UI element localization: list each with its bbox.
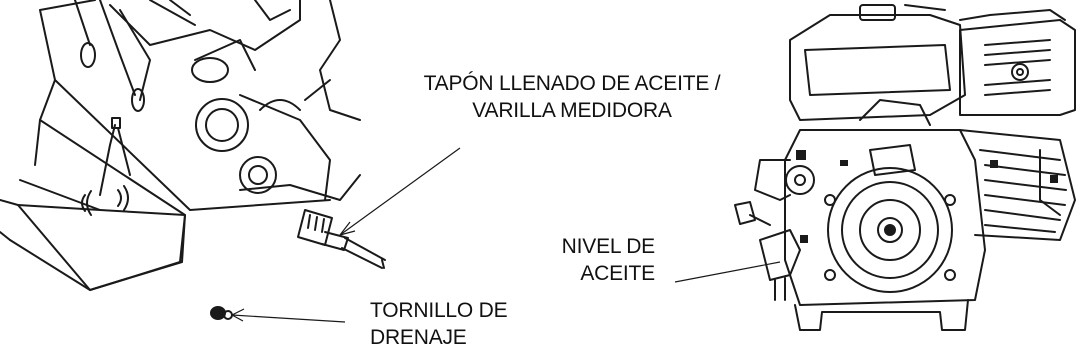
engine-full-view <box>734 4 1076 331</box>
drain-bolt-label-line1: TORNILLO DE <box>370 299 508 322</box>
oil-fill-cap-label: TAPÓN LLENADO DE ACEITE / VARILLA MEDIDO… <box>362 70 782 124</box>
drain-bolt <box>210 306 233 320</box>
drain-leader <box>231 314 346 323</box>
oil-level-label-line2: ACEITE <box>580 262 655 285</box>
dipstick-cap <box>297 209 386 269</box>
oil-level-leader <box>674 261 781 283</box>
engine-block-closeup <box>0 0 361 291</box>
fill-cap-leader <box>339 147 461 236</box>
engine-shading <box>796 150 1058 243</box>
drain-bolt-label: TORNILLO DE DRENAJE <box>370 297 590 351</box>
drain-bolt-label-line2: DRENAJE <box>370 326 467 349</box>
oil-level-label-line1: NIVEL DE <box>561 235 656 258</box>
oil-level-label: NIVEL DE ACEITE <box>520 233 656 287</box>
oil-fill-cap-label-line2: VARILLA MEDIDORA <box>472 99 672 122</box>
leader-lines <box>231 147 781 323</box>
oil-fill-cap-label-line1: TAPÓN LLENADO DE ACEITE / <box>423 72 721 95</box>
